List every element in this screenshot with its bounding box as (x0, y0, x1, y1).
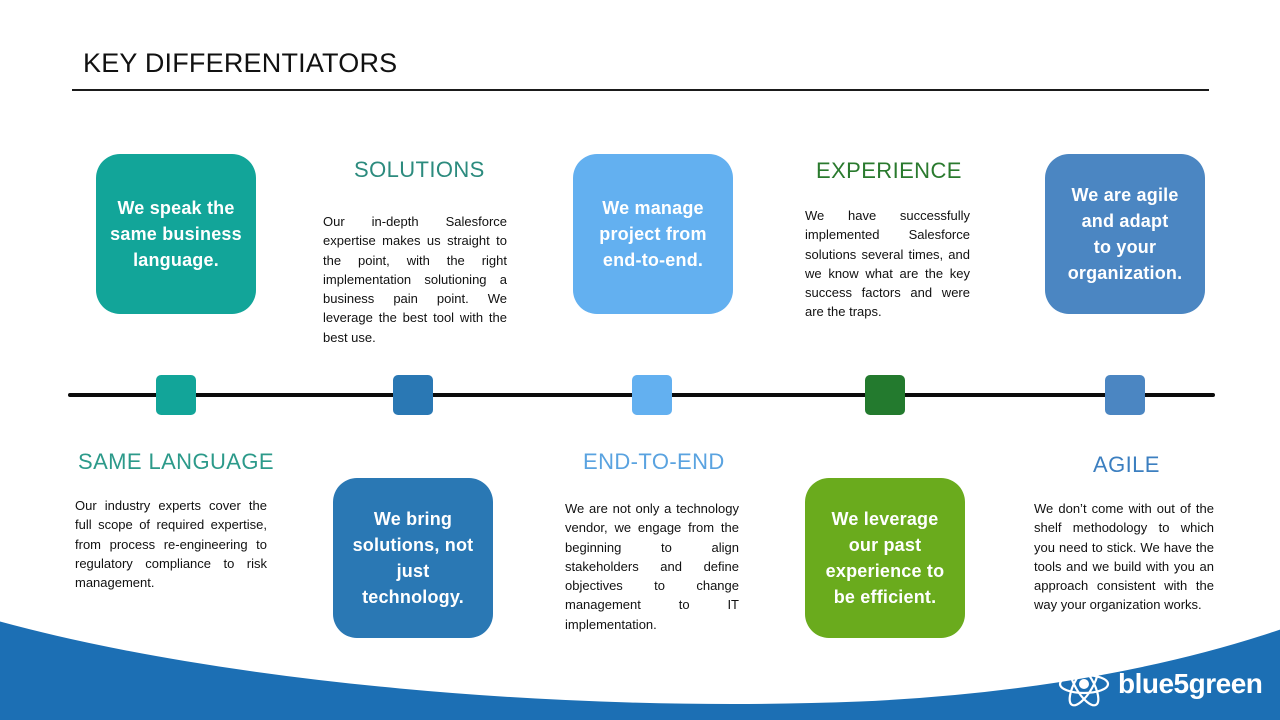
slide-title: KEY DIFFERENTIATORS (83, 48, 398, 78)
logo-wordmark: blue5green (1118, 668, 1263, 699)
card-experience: We leverage our past experience to be ef… (805, 478, 965, 638)
card-agile-text: We are agile and adapt to your organizat… (1067, 184, 1183, 284)
heading-end-to-end: END-TO-END (583, 449, 725, 474)
heading-experience: EXPERIENCE (816, 158, 962, 183)
card-solutions-text: We bring solutions, not just technology. (352, 508, 474, 608)
timeline-marker-end-to-end (632, 375, 672, 415)
card-solutions: We bring solutions, not just technology. (333, 478, 493, 638)
timeline-marker-experience (865, 375, 905, 415)
desc-solutions: Our in-depth Salesforce expertise makes … (323, 214, 507, 345)
footer-wave (0, 618, 1280, 720)
card-agile: We are agile and adapt to your organizat… (1045, 154, 1205, 314)
timeline-marker-agile (1105, 375, 1145, 415)
card-experience-text: We leverage our past experience to be ef… (825, 508, 945, 608)
heading-same-language: SAME LANGUAGE (78, 449, 274, 474)
atom-icon (1058, 661, 1110, 707)
card-same-language-text: We speak the same business language. (110, 197, 242, 271)
desc-end-to-end: We are not only a technology vendor, we … (565, 501, 739, 632)
desc-same-language: Our industry experts cover the full scop… (75, 498, 267, 591)
card-end-to-end-text: We manage project from end-to-end. (599, 197, 707, 271)
desc-agile: We don’t come with out of the shelf meth… (1034, 501, 1214, 613)
timeline-marker-solutions (393, 375, 433, 415)
desc-experience: We have successfully implemented Salesfo… (805, 208, 970, 320)
title-divider (72, 89, 1209, 91)
timeline-marker-same-language (156, 375, 196, 415)
card-end-to-end: We manage project from end-to-end. (573, 154, 733, 314)
company-logo: blue5green (1056, 654, 1263, 714)
heading-solutions: SOLUTIONS (354, 157, 485, 182)
heading-agile: AGILE (1093, 452, 1160, 477)
card-same-language: We speak the same business language. (96, 154, 256, 314)
